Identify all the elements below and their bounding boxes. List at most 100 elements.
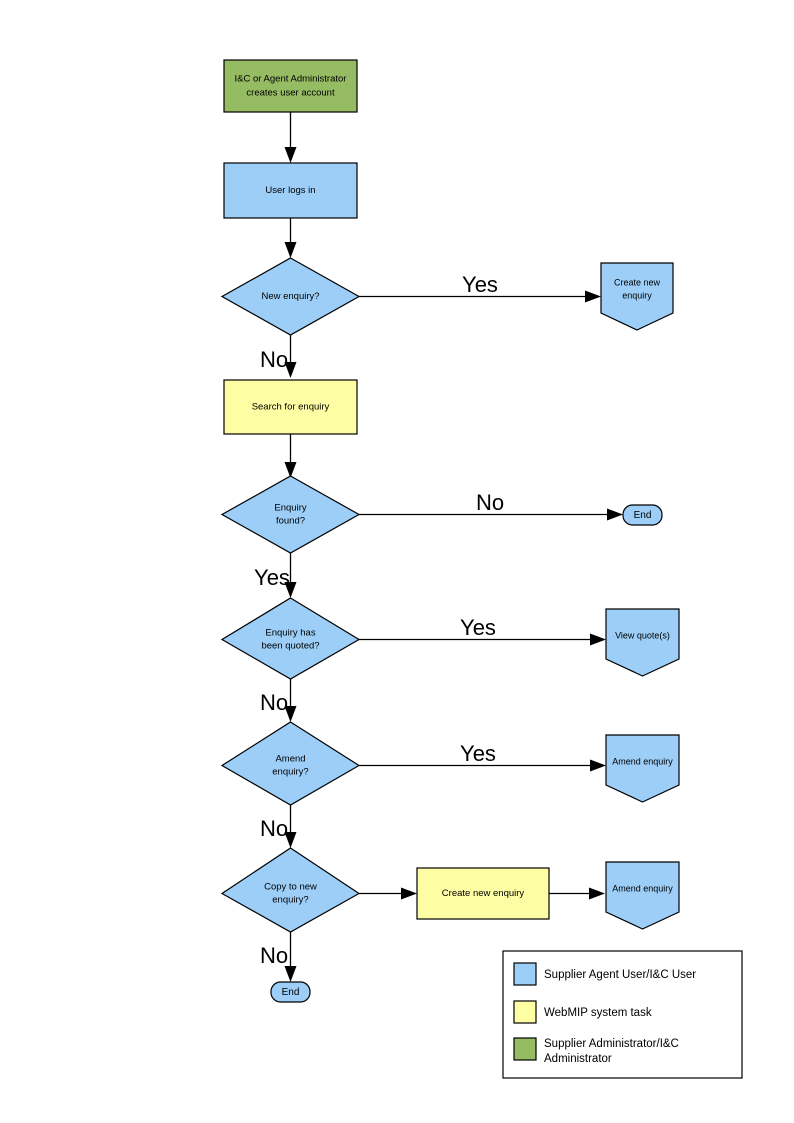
- legend-swatch-green: [513, 1037, 537, 1061]
- node-label-line2: enquiry?: [272, 895, 308, 906]
- legend-swatch-blue: [513, 962, 537, 986]
- arrowhead: [284, 966, 297, 982]
- arrowhead: [284, 832, 297, 848]
- node-end-terminator-right[interactable]: End: [622, 504, 663, 526]
- edge-label-no: No: [260, 943, 288, 968]
- manual-shape: [600, 262, 674, 331]
- node-label-line1: Create new: [614, 277, 661, 287]
- edge-label-no: No: [260, 816, 288, 841]
- arrowhead: [284, 462, 297, 478]
- node-create-new-enquiry-manual[interactable]: Create new enquiry: [600, 262, 674, 331]
- process-shape: [223, 59, 358, 113]
- edge-n1-n2: [284, 112, 297, 163]
- edge-n3-n5: No: [260, 335, 297, 378]
- edge-label-no: No: [260, 347, 288, 372]
- legend-label-line1: WebMIP system task: [544, 1007, 652, 1019]
- node-label-line1: Enquiry has: [265, 628, 315, 639]
- manual-shape: [605, 861, 680, 930]
- node-user-logs-in[interactable]: User logs in: [223, 162, 358, 219]
- edge-n5-n6: [284, 434, 297, 478]
- nodes-layer: I&C or Agent Administrator creates user …: [220, 59, 680, 1003]
- node-label-line1: Enquiry: [274, 503, 306, 514]
- node-amend-enquiry-manual[interactable]: Amend enquiry: [605, 734, 680, 803]
- decision-shape: [220, 847, 361, 933]
- node-label-line1: Amend enquiry: [612, 883, 673, 893]
- process-shape: [223, 379, 358, 435]
- node-view-quotes-manual[interactable]: View quote(s): [605, 608, 680, 677]
- node-new-enquiry-decision[interactable]: New enquiry?: [220, 257, 361, 336]
- node-label-line1: Amend enquiry: [612, 756, 673, 766]
- node-label-line1: End: [282, 987, 300, 998]
- node-label-line1: Amend: [275, 754, 305, 765]
- node-label-line1: New enquiry?: [261, 291, 319, 302]
- node-label-line2: creates user account: [246, 88, 335, 99]
- edge-n3-n4: Yes: [359, 272, 601, 303]
- process-shape: [223, 162, 358, 219]
- legend-label-line1: Supplier Agent User/I&C User: [544, 969, 696, 981]
- edge-n12-n15: No: [260, 932, 297, 982]
- node-label-line1: Copy to new: [264, 882, 317, 893]
- legend-item-webmip-system-task: WebMIP system task: [513, 1000, 652, 1024]
- arrowhead: [585, 290, 601, 303]
- node-label-line1: User logs in: [265, 185, 315, 196]
- edge-label-yes: Yes: [460, 615, 496, 640]
- decision-shape: [220, 257, 361, 336]
- legend-item-supplier-agent-user: Supplier Agent User/I&C User: [513, 962, 696, 986]
- node-label-line1: Create new enquiry: [442, 888, 525, 899]
- node-admin-creates-user-account[interactable]: I&C or Agent Administrator creates user …: [223, 59, 358, 113]
- manual-shape: [605, 608, 680, 677]
- edges-layer: Yes No No Yes Yes: [254, 112, 623, 982]
- node-label-line2: found?: [276, 516, 305, 527]
- legend: Supplier Agent User/I&C User WebMIP syst…: [502, 950, 743, 1079]
- terminator-shape: [270, 981, 311, 1003]
- arrowhead: [590, 633, 606, 646]
- node-label-line2: enquiry: [622, 290, 652, 300]
- arrowhead: [589, 887, 605, 900]
- manual-shape: [605, 734, 680, 803]
- node-label-line1: View quote(s): [615, 630, 670, 640]
- decision-shape: [220, 721, 361, 806]
- node-create-new-enquiry-system[interactable]: Create new enquiry: [416, 867, 550, 920]
- edge-label-no: No: [476, 490, 504, 515]
- edge-n6-n8: Yes: [254, 553, 297, 598]
- node-label-line1: End: [634, 510, 652, 521]
- decision-shape: [220, 597, 361, 680]
- edge-n10-n11: Yes: [359, 741, 606, 772]
- node-enquiry-found-decision[interactable]: Enquiry found?: [220, 475, 361, 554]
- arrowhead: [401, 887, 417, 900]
- arrowhead: [590, 759, 606, 772]
- edge-n12-n13: [359, 887, 417, 900]
- edge-label-yes: Yes: [460, 741, 496, 766]
- edge-n10-n12: No: [260, 805, 297, 848]
- node-label-line2: been quoted?: [261, 641, 319, 652]
- edge-n8-n10: No: [260, 679, 297, 722]
- node-label-line2: enquiry?: [272, 767, 308, 778]
- decision-shape: [220, 475, 361, 554]
- edge-n8-n9: Yes: [359, 615, 606, 646]
- edge-label-yes: Yes: [254, 565, 290, 590]
- arrowhead: [284, 706, 297, 722]
- legend-label-line2: Administrator: [544, 1053, 612, 1065]
- node-enquiry-quoted-decision[interactable]: Enquiry has been quoted?: [220, 597, 361, 680]
- arrowhead: [284, 582, 297, 598]
- node-label-line1: Search for enquiry: [252, 402, 330, 413]
- node-search-for-enquiry[interactable]: Search for enquiry: [223, 379, 358, 435]
- node-end-terminator-bottom[interactable]: End: [270, 981, 311, 1003]
- node-amend-enquiry-manual-bottom[interactable]: Amend enquiry: [605, 861, 680, 930]
- edge-n2-n3: [284, 218, 297, 258]
- node-copy-to-new-enquiry-decision[interactable]: Copy to new enquiry?: [220, 847, 361, 933]
- arrowhead: [607, 508, 623, 521]
- terminator-shape: [622, 504, 663, 526]
- arrowhead: [284, 147, 297, 163]
- legend-panel: [502, 950, 743, 1079]
- node-amend-enquiry-decision[interactable]: Amend enquiry?: [220, 721, 361, 806]
- legend-label-line1: Supplier Administrator/I&C: [544, 1038, 679, 1050]
- arrowhead: [284, 362, 297, 378]
- edge-label-yes: Yes: [462, 272, 498, 297]
- edge-n6-n7: No: [359, 490, 623, 521]
- legend-item-supplier-administrator: Supplier Administrator/I&C Administrator: [513, 1037, 679, 1065]
- edge-n13-n14: [549, 887, 605, 900]
- edge-label-no: No: [260, 690, 288, 715]
